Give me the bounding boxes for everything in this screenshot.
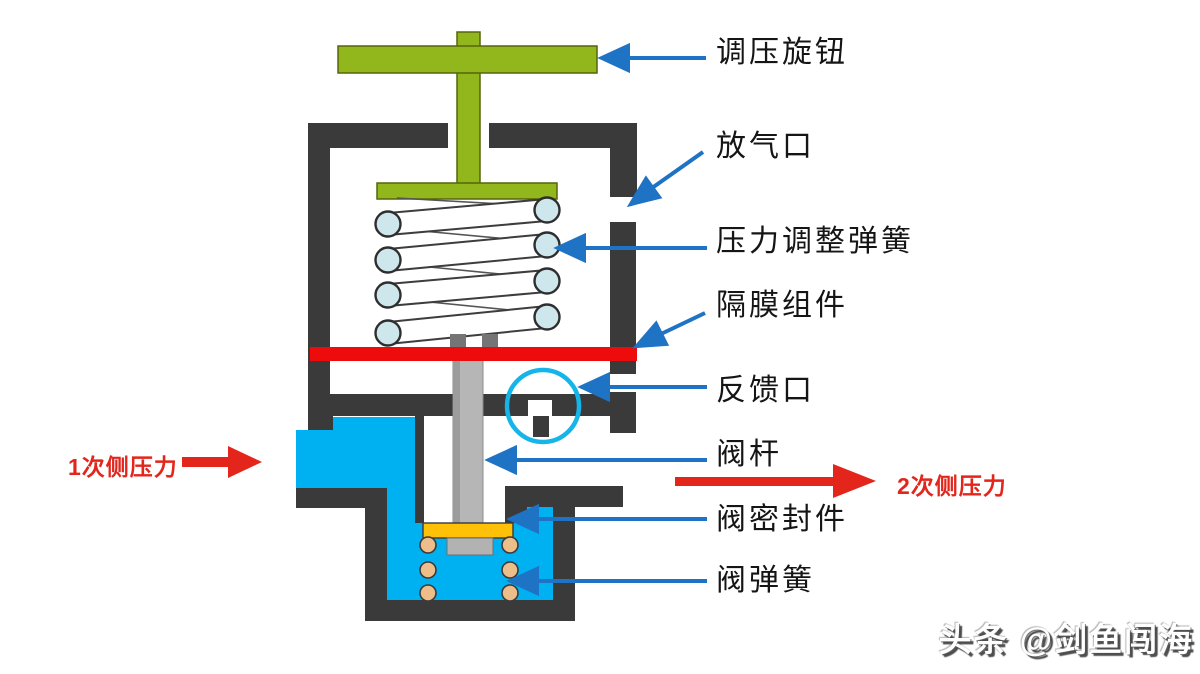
knob-handle-bar [337, 45, 598, 74]
leader-diaphragm [632, 311, 706, 349]
leader-adjustment-knob [597, 42, 706, 74]
arrowhead-left-icon [577, 371, 610, 403]
label-secondary-pressure: 2次侧压力 [897, 473, 1007, 499]
inlet-fluid [296, 417, 553, 600]
pressure-spring-graphic [374, 196, 561, 347]
spring-coil-tubes [387, 197, 548, 346]
housing-right-wall-upper [610, 123, 637, 197]
stem-rod-shade [453, 352, 460, 524]
primary-pressure-arrow [182, 446, 262, 478]
label-primary-pressure: 1次侧压力 [68, 454, 178, 480]
label-adjustment-knob: 调压旋钮 [716, 36, 848, 69]
feedback-orifice-stub [533, 416, 549, 437]
label-pressure-spring: 压力调整弹簧 [716, 225, 914, 258]
leader-vent-port [626, 150, 705, 208]
inlet-mouth [296, 430, 334, 488]
arrowhead-left-icon [484, 444, 517, 476]
seal-retainer [446, 537, 494, 556]
secondary-pressure-arrow [675, 464, 876, 498]
stem-nut-left [450, 334, 466, 350]
spring-top-plate [376, 182, 558, 200]
housing-top-left [310, 123, 448, 148]
partition-left [330, 394, 457, 416]
housing-left-wall [308, 123, 330, 417]
seat-flange [505, 486, 623, 507]
valve-seal-graphic [422, 522, 514, 556]
spring-coil-ends [374, 196, 561, 347]
housing-right-wall-mid [610, 222, 636, 347]
stem-bore-wall [415, 416, 424, 523]
label-feedback-port: 反馈口 [716, 374, 815, 407]
leader-lines [484, 42, 707, 597]
diaphragm-graphic [310, 347, 637, 361]
housing-right-wall-below-diaphragm [610, 361, 636, 374]
arrowhead-left-icon [553, 232, 586, 264]
valve-stem-graphic [450, 334, 498, 525]
stem-nut-right [482, 334, 498, 350]
chamber-left-wall [365, 506, 387, 621]
arrow-right-icon [833, 464, 876, 498]
watermark: 头条 @剑鱼闯海 [938, 621, 1194, 658]
leader-valve-seal [506, 503, 707, 535]
housing-left-step [308, 410, 333, 430]
label-diaphragm-assembly: 隔膜组件 [716, 289, 848, 322]
arrowhead-left-icon [506, 503, 539, 535]
leader-feedback-port [577, 371, 707, 403]
leader-pressure-spring [553, 232, 707, 264]
arrowhead-down-left-icon [626, 175, 663, 208]
inlet-lower-wall [296, 488, 387, 508]
valve-spring-graphic [419, 536, 519, 602]
label-valve-stem: 阀杆 [716, 438, 782, 471]
leader-valve-stem [484, 444, 707, 476]
arrowhead-left-icon [506, 565, 539, 597]
label-valve-spring: 阀弹簧 [716, 564, 815, 597]
chamber-right-wall [553, 505, 575, 621]
inlet-pocket [333, 417, 415, 488]
valve-housing [296, 123, 637, 621]
label-valve-seal: 阀密封件 [716, 503, 848, 536]
arrowhead-down-left-icon [632, 320, 670, 349]
leader-valve-spring [506, 565, 707, 597]
arrowhead-left-icon [597, 42, 630, 74]
feedback-port-circle [504, 367, 582, 445]
adjustment-knob-graphic [337, 31, 598, 200]
chamber-floor [365, 600, 575, 621]
seal-disc [422, 522, 514, 539]
feedback-orifice [528, 400, 552, 416]
label-vent-port: 放气口 [716, 130, 815, 163]
arrow-right-icon [228, 446, 262, 478]
housing-right-wall-lower [610, 392, 636, 433]
